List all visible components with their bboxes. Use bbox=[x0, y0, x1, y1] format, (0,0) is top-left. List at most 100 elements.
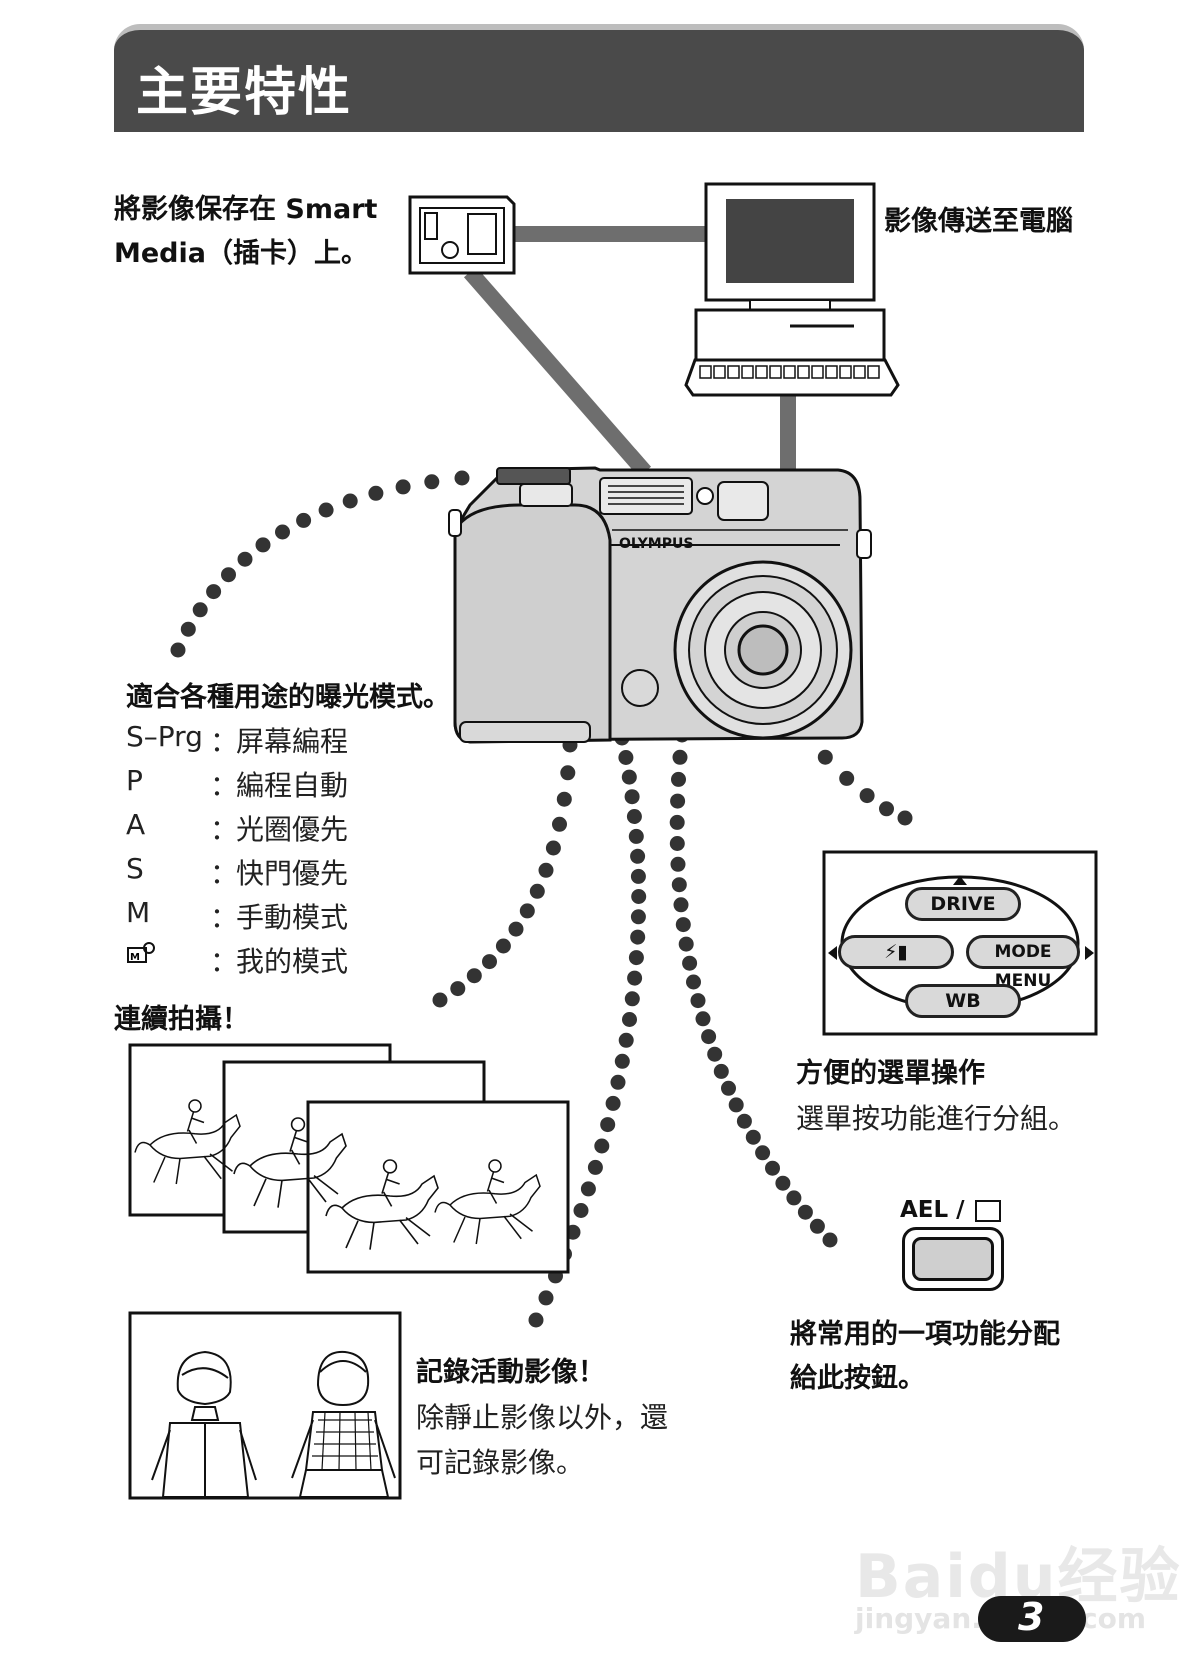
sequential-caption: 連續拍攝！ bbox=[114, 1004, 249, 1035]
ael-label-text: AEL / bbox=[900, 1197, 965, 1223]
dot bbox=[466, 968, 482, 984]
dot bbox=[630, 868, 646, 884]
dot bbox=[707, 1046, 723, 1062]
dot bbox=[670, 856, 686, 872]
mode-code: S–Prg bbox=[126, 720, 203, 753]
dot bbox=[671, 771, 686, 787]
exposure-modes-title: 適合各種用途的曝光模式。 bbox=[126, 682, 450, 713]
header-bar bbox=[114, 24, 1084, 132]
exposure-mode-m: M ： 手動模式 bbox=[126, 896, 466, 940]
mode-code: S bbox=[126, 852, 144, 885]
exposure-mode-a: A ： 光圈優先 bbox=[126, 808, 466, 852]
dot bbox=[180, 621, 196, 637]
dot bbox=[736, 1113, 752, 1129]
keyboard-key bbox=[783, 365, 796, 379]
dot bbox=[495, 938, 511, 954]
dot bbox=[630, 909, 646, 925]
ael-button-face bbox=[912, 1237, 994, 1281]
dot bbox=[897, 810, 913, 826]
dot bbox=[482, 954, 497, 970]
movie-title: 記錄活動影像！ bbox=[416, 1357, 605, 1388]
dot bbox=[745, 1129, 761, 1145]
page-title: 主要特性 bbox=[136, 63, 353, 123]
dot bbox=[573, 1203, 589, 1218]
dot bbox=[669, 814, 685, 830]
menu-operation-desc: 選單按功能進行分組。 bbox=[796, 1102, 1077, 1135]
camera-illustration bbox=[448, 466, 872, 744]
mode-description: 屏幕編程 bbox=[236, 725, 349, 758]
keyboard-key bbox=[741, 365, 754, 379]
dot bbox=[519, 903, 535, 919]
dot bbox=[538, 1290, 554, 1306]
dot bbox=[631, 889, 647, 904]
dot bbox=[552, 816, 567, 832]
mode-separator: ： bbox=[210, 813, 239, 846]
movie-desc-line-2: 可記錄影像。 bbox=[416, 1446, 585, 1479]
flash-icon: ⚡▮ bbox=[884, 941, 908, 963]
dot bbox=[610, 1074, 626, 1090]
horse-rider-sketch bbox=[134, 1099, 241, 1185]
dot bbox=[221, 567, 236, 583]
dot bbox=[755, 1145, 771, 1161]
pc-transfer-caption: 影像傳送至電腦 bbox=[884, 206, 1073, 237]
dot bbox=[622, 1012, 637, 1027]
dot bbox=[614, 1053, 630, 1069]
dot bbox=[672, 749, 688, 765]
exposure-mode-sprg: S–Prg ： 屏幕編程 bbox=[126, 720, 466, 764]
dot bbox=[713, 1063, 729, 1079]
dot bbox=[879, 801, 894, 817]
dot bbox=[192, 602, 208, 618]
dot bbox=[594, 1138, 610, 1154]
dot bbox=[600, 1117, 616, 1133]
sequential-frames bbox=[128, 1043, 570, 1274]
dot bbox=[545, 840, 561, 856]
menu-wb-button: WB bbox=[905, 984, 1021, 1018]
dot bbox=[630, 848, 646, 864]
dot bbox=[528, 1312, 544, 1328]
dot bbox=[822, 1232, 838, 1248]
dot bbox=[626, 809, 642, 824]
mode-description: 快門優先 bbox=[236, 857, 349, 890]
dot bbox=[206, 584, 222, 600]
dot bbox=[296, 512, 312, 528]
dot bbox=[529, 883, 545, 899]
smartmedia-card-icon bbox=[408, 195, 516, 275]
keyboard-key bbox=[853, 365, 866, 379]
mode-description: 光圈優先 bbox=[236, 813, 349, 846]
dot bbox=[765, 1160, 780, 1176]
dot bbox=[690, 993, 706, 1009]
dot bbox=[859, 788, 875, 804]
exposure-mode-p: P ： 編程自動 bbox=[126, 764, 466, 808]
mode-separator: ： bbox=[210, 725, 239, 758]
dot bbox=[624, 991, 640, 1007]
dot bbox=[624, 789, 640, 805]
connector-card-camera bbox=[463, 266, 652, 478]
dot bbox=[628, 950, 644, 966]
dot bbox=[682, 955, 698, 971]
dot bbox=[237, 551, 253, 567]
dot bbox=[618, 1032, 634, 1048]
protect-icon bbox=[974, 1199, 1001, 1222]
dot bbox=[678, 936, 694, 952]
page-number: 3 bbox=[1018, 1595, 1045, 1639]
dot bbox=[621, 769, 637, 785]
dot bbox=[508, 921, 524, 937]
dot bbox=[342, 493, 358, 509]
dot bbox=[675, 917, 691, 933]
my-mode-icon: M bbox=[126, 940, 156, 973]
smartmedia-caption: 將影像保存在 Smart Media（插卡）上。 bbox=[114, 188, 377, 276]
keyboard-key bbox=[769, 365, 782, 379]
horse-rider-sketch bbox=[233, 1117, 347, 1208]
dot bbox=[580, 1181, 596, 1197]
keyboard-key bbox=[755, 365, 768, 379]
dot bbox=[721, 1080, 736, 1096]
smartmedia-caption-line-2: Media（插卡）上。 bbox=[114, 238, 368, 269]
dotted-paths bbox=[170, 470, 913, 1328]
dot bbox=[673, 897, 689, 913]
dot bbox=[170, 642, 186, 658]
menu-mode-menu-button: MODE MENU bbox=[966, 935, 1080, 991]
page-number-badge bbox=[978, 1596, 1086, 1642]
exposure-mode-s: S ： 快門優先 bbox=[126, 852, 466, 896]
dot bbox=[775, 1175, 791, 1191]
keyboard-key bbox=[811, 365, 824, 379]
